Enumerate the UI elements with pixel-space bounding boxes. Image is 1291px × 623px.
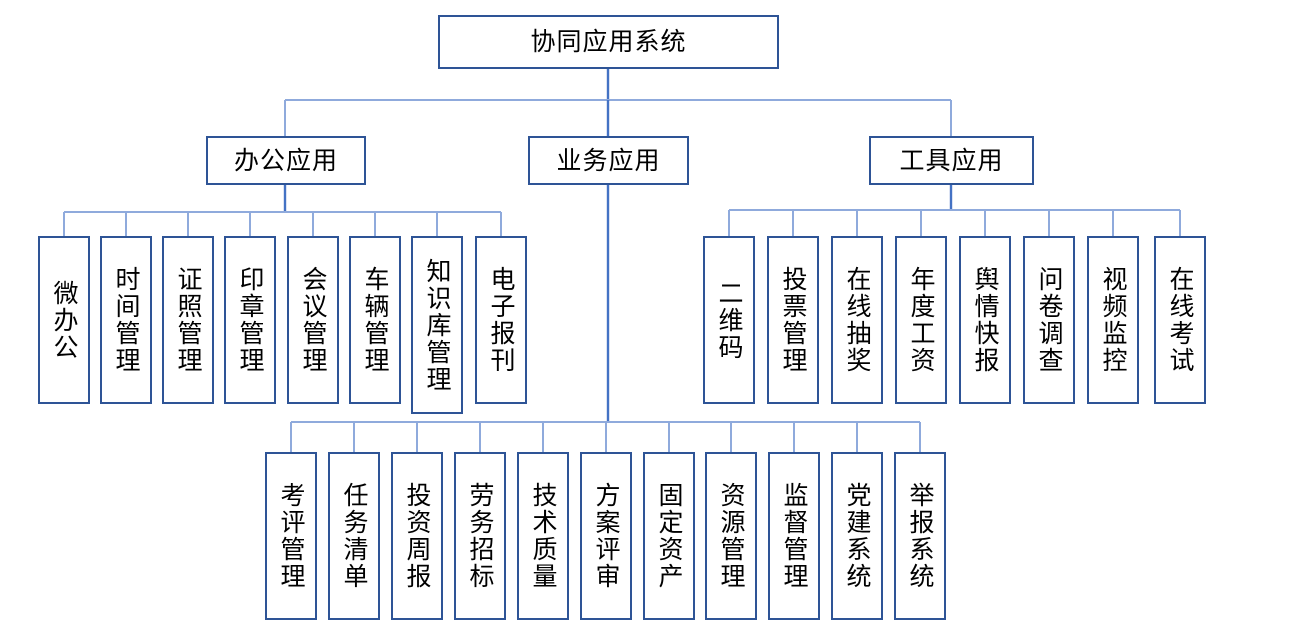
node-business-item-3[interactable]: 投资周报: [391, 452, 443, 620]
node-business-item-2[interactable]: 任务清单: [328, 452, 380, 620]
node-office-item-4[interactable]: 印章管理: [224, 236, 276, 404]
node-business-item-5[interactable]: 技术质量: [517, 452, 569, 620]
node-tools-item-8[interactable]: 在线考试: [1154, 236, 1206, 404]
node-branch-office[interactable]: 办公应用: [206, 136, 366, 185]
node-office-item-4-label: 印章管理: [236, 266, 265, 374]
node-tools-item-4-label: 年度工资: [907, 266, 936, 374]
node-business-item-4-label: 劳务招标: [466, 482, 495, 590]
node-tools-item-3[interactable]: 在线抽奖: [831, 236, 883, 404]
node-business-item-7[interactable]: 固定资产: [643, 452, 695, 620]
node-business-item-10[interactable]: 党建系统: [831, 452, 883, 620]
node-office-item-3[interactable]: 证照管理: [162, 236, 214, 404]
node-branch-office-label: 办公应用: [233, 145, 338, 175]
node-business-item-1-label: 考评管理: [277, 482, 306, 590]
node-office-item-1[interactable]: 微办公: [38, 236, 90, 404]
node-tools-item-5-label: 舆情快报: [971, 266, 1000, 374]
node-office-item-8[interactable]: 电子报刊: [475, 236, 527, 404]
node-tools-item-7-label: 视频监控: [1099, 266, 1128, 374]
node-business-item-10-label: 党建系统: [843, 482, 872, 590]
node-business-item-6[interactable]: 方案评审: [580, 452, 632, 620]
node-tools-item-5[interactable]: 舆情快报: [959, 236, 1011, 404]
node-branch-tools-label: 工具应用: [899, 145, 1004, 175]
node-root[interactable]: 协同应用系统: [438, 15, 779, 69]
node-tools-item-2-label: 投票管理: [779, 266, 808, 374]
node-business-item-11-label: 举报系统: [906, 482, 935, 590]
node-tools-item-2[interactable]: 投票管理: [767, 236, 819, 404]
node-branch-business[interactable]: 业务应用: [528, 136, 689, 185]
node-tools-item-7[interactable]: 视频监控: [1087, 236, 1139, 404]
node-business-item-2-label: 任务清单: [340, 482, 369, 590]
node-office-item-3-label: 证照管理: [174, 266, 203, 374]
node-branch-business-label: 业务应用: [556, 145, 661, 175]
node-office-item-6[interactable]: 车辆管理: [349, 236, 401, 404]
node-business-item-7-label: 固定资产: [655, 482, 684, 590]
node-office-item-7-label: 知识库管理: [423, 257, 452, 393]
node-root-label: 协同应用系统: [530, 27, 687, 57]
node-business-item-8[interactable]: 资源管理: [705, 452, 757, 620]
node-tools-item-8-label: 在线考试: [1166, 266, 1195, 374]
node-business-item-9-label: 监督管理: [780, 482, 809, 590]
node-business-item-1[interactable]: 考评管理: [265, 452, 317, 620]
node-tools-item-3-label: 在线抽奖: [843, 266, 872, 374]
node-tools-item-4[interactable]: 年度工资: [895, 236, 947, 404]
node-business-item-6-label: 方案评审: [592, 482, 621, 590]
node-office-item-1-label: 微办公: [50, 279, 79, 361]
node-business-item-9[interactable]: 监督管理: [768, 452, 820, 620]
node-office-item-6-label: 车辆管理: [361, 266, 390, 374]
node-business-item-11[interactable]: 举报系统: [894, 452, 946, 620]
node-office-item-2-label: 时间管理: [112, 266, 141, 374]
node-tools-item-6-label: 问卷调查: [1035, 266, 1064, 374]
node-business-item-5-label: 技术质量: [529, 482, 558, 590]
node-office-item-8-label: 电子报刊: [487, 266, 516, 374]
node-branch-tools[interactable]: 工具应用: [869, 136, 1034, 185]
node-business-item-4[interactable]: 劳务招标: [454, 452, 506, 620]
node-office-item-7[interactable]: 知识库管理: [411, 236, 463, 414]
node-tools-item-1-label: 二维码: [715, 279, 744, 361]
node-office-item-2[interactable]: 时间管理: [100, 236, 152, 404]
node-business-item-8-label: 资源管理: [717, 482, 746, 590]
node-tools-item-1[interactable]: 二维码: [703, 236, 755, 404]
node-office-item-5[interactable]: 会议管理: [287, 236, 339, 404]
node-tools-item-6[interactable]: 问卷调查: [1023, 236, 1075, 404]
node-office-item-5-label: 会议管理: [299, 266, 328, 374]
node-business-item-3-label: 投资周报: [403, 482, 432, 590]
